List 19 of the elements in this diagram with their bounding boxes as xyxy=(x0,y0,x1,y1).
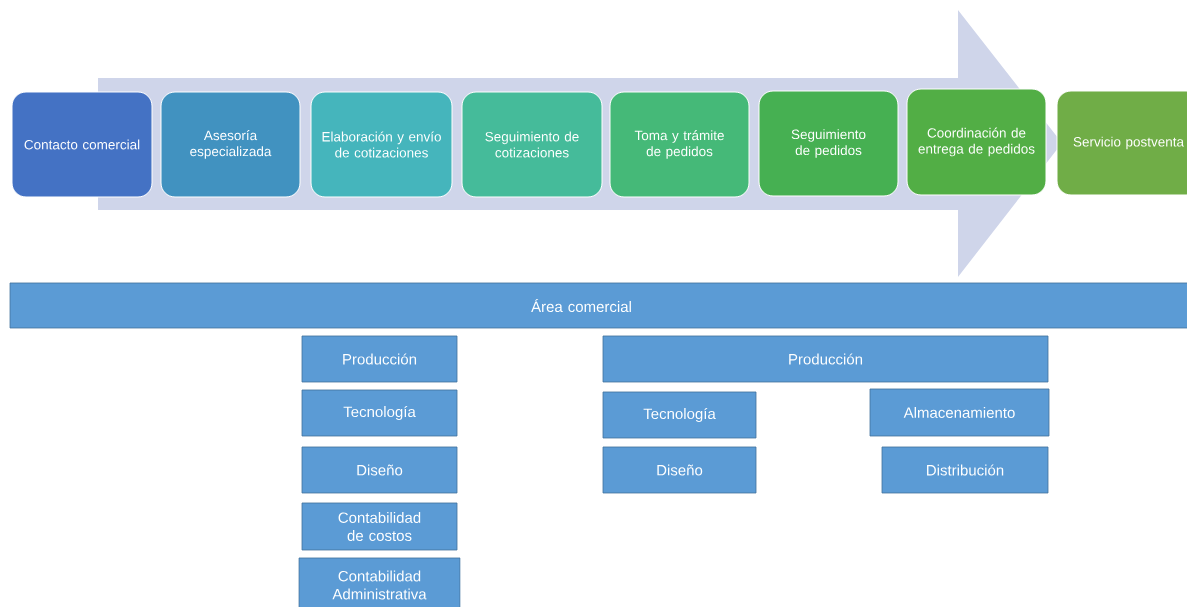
process-step-box: Toma y trámite de pedidos xyxy=(609,91,750,198)
process-step-box: Asesoría especializada xyxy=(160,91,301,198)
department-box: Distribución xyxy=(881,446,1049,494)
department-box: Diseño xyxy=(602,446,757,494)
department-box: Tecnología xyxy=(602,391,757,439)
department-box: Almacenamiento xyxy=(869,388,1050,437)
process-step-box: Coordinación de entrega de pedidos xyxy=(906,88,1047,196)
area-bar: Área comercial xyxy=(9,282,1187,329)
department-box: Tecnología xyxy=(301,389,458,437)
process-step-box: Seguimiento de cotizaciones xyxy=(461,91,603,198)
department-box: Producción xyxy=(301,335,458,383)
department-box: Diseño xyxy=(301,446,458,494)
process-step-box: Elaboración y envío de cotizaciones xyxy=(310,91,453,198)
department-box: Producción xyxy=(602,335,1049,383)
department-box: Contabilidad de costos xyxy=(301,502,458,551)
process-step-box: Seguimiento de pedidos xyxy=(758,90,899,197)
process-step-box: Servicio postventa xyxy=(1056,90,1187,196)
process-step-box: Contacto comercial xyxy=(11,91,153,198)
department-box: Contabilidad Administrativa xyxy=(298,557,461,607)
